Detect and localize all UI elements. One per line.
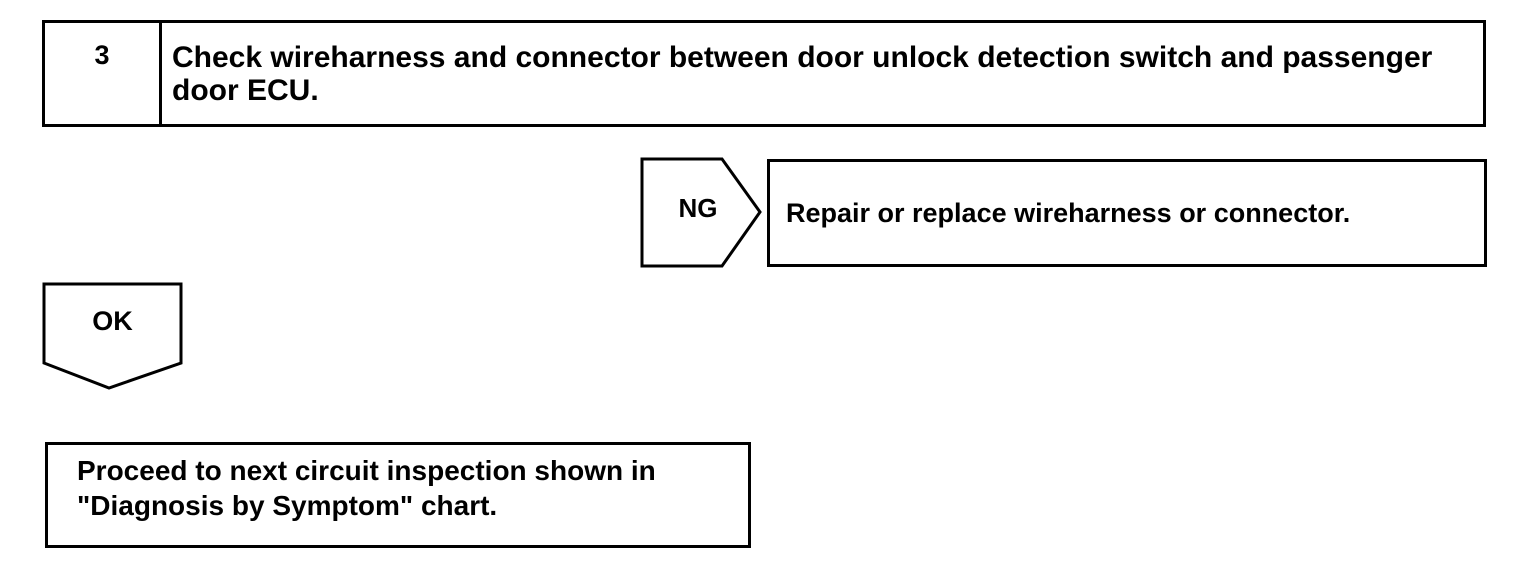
ok-result-box: Proceed to next circuit inspection shown…	[45, 442, 751, 548]
step-number-cell: 3	[45, 23, 162, 124]
step-box: 3 Check wireharness and connector betwee…	[42, 20, 1486, 127]
ng-result-box: Repair or replace wireharness or connect…	[767, 159, 1487, 267]
step-number: 3	[94, 40, 110, 70]
ok-result-text: Proceed to next circuit inspection shown…	[77, 455, 656, 521]
ng-label: NG	[678, 193, 718, 223]
ng-result-text: Repair or replace wireharness or connect…	[786, 198, 1351, 228]
ok-label: OK	[92, 306, 133, 336]
step-instruction: Check wireharness and connector between …	[172, 41, 1433, 107]
